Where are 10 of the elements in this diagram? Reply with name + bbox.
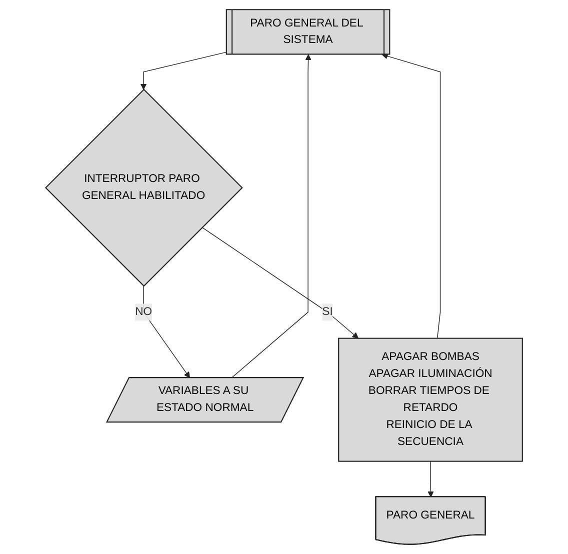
node-box: APAGAR BOMBAS APAGAR ILUMINACIÓN BORRAR TIEMPOS DE RETARDO REINICIO DE LA SECUENCIA bbox=[338, 338, 523, 462]
edge-label: SI bbox=[322, 306, 333, 318]
arrow bbox=[382, 53, 441, 339]
node-diamond: INTERRUPTOR PARO GENERAL HABILITADO bbox=[44, 88, 243, 287]
arrow bbox=[202, 227, 358, 339]
arrow bbox=[140, 52, 228, 90]
arrow bbox=[428, 460, 434, 498]
arrow bbox=[143, 286, 190, 378]
edge-label: NO bbox=[135, 306, 152, 318]
arrow bbox=[231, 54, 312, 378]
